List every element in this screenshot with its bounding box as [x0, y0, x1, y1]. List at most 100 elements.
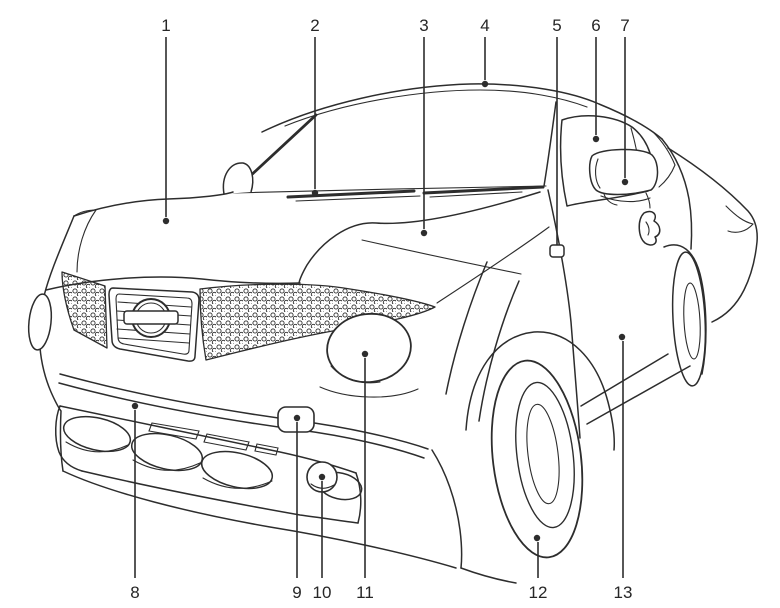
front-wheel-rim	[515, 381, 575, 529]
callout-1: 1	[161, 16, 171, 225]
headlamp-lower-trim	[319, 386, 419, 398]
windshield-right-pillar	[543, 101, 557, 187]
fender-flare-front-outer	[445, 261, 488, 395]
mirror-base-rear	[645, 192, 651, 209]
callout-number: 11	[356, 583, 374, 602]
bumper-slot	[203, 433, 250, 451]
callout-4: 4	[480, 16, 490, 88]
callout-13: 13	[614, 333, 633, 602]
wiper-blade-left	[286, 189, 416, 199]
left-fender-bulge	[76, 209, 97, 273]
callout-number: 3	[419, 16, 428, 35]
bumper-chin-edge	[62, 470, 457, 569]
callout-target-dot	[131, 402, 139, 410]
hood-top-edge	[73, 191, 234, 217]
headlamp-inner-arc	[330, 365, 381, 384]
wiper-arm-left	[295, 195, 421, 202]
rear-pillar	[661, 138, 693, 250]
rocker-sill-lower	[586, 365, 691, 425]
callout-9: 9	[292, 414, 302, 602]
bumper-crease-lower	[58, 382, 425, 459]
bumper-slot	[254, 443, 279, 456]
callout-target-dot	[162, 217, 170, 225]
callout-3: 3	[419, 16, 429, 237]
far-side-mirror	[222, 162, 254, 195]
front-wheel-arch	[465, 331, 615, 451]
callout-number: 8	[130, 583, 139, 602]
door-handle	[638, 210, 661, 246]
grille-mesh-left	[61, 271, 108, 349]
rear-wheel-arch	[663, 244, 707, 375]
intake-depth-arc	[202, 477, 273, 489]
callout-number: 10	[313, 583, 332, 602]
bumper-crease-upper	[59, 373, 429, 450]
intake-band-right-cap	[355, 472, 362, 524]
callout-number: 12	[529, 583, 548, 602]
callout-8: 8	[130, 402, 140, 602]
callout-number: 13	[614, 583, 633, 602]
rocker-sill-upper	[580, 353, 669, 407]
brand-emblem-bar	[123, 310, 179, 325]
quarter-crease-upper	[725, 205, 754, 225]
door-handle-inner	[645, 221, 650, 236]
quarter-crease-lower	[727, 223, 754, 233]
callout-6: 6	[591, 16, 601, 143]
callout-10: 10	[313, 473, 332, 602]
callout-target-dot	[361, 350, 369, 358]
callout-number: 5	[552, 16, 561, 35]
callout-target-dot	[621, 178, 629, 186]
callout-target-dot	[318, 473, 326, 481]
door-mirror	[588, 148, 659, 196]
callout-7: 7	[620, 16, 630, 186]
callout-target-dot	[420, 229, 428, 237]
callout-target-dot	[481, 80, 489, 88]
intake-opening	[200, 450, 274, 490]
callout-5: 5	[549, 16, 565, 258]
left-fender-bulge-top	[73, 209, 97, 217]
rear-wheel-rim	[683, 282, 701, 360]
left-headlamp	[27, 293, 53, 351]
grille-slat	[117, 337, 190, 344]
callout-number: 1	[161, 16, 170, 35]
intake-band-bottom	[81, 470, 359, 524]
cowl-line	[232, 185, 547, 194]
fender-character-line	[361, 239, 522, 275]
roof-inner-line	[284, 89, 588, 127]
callout-number: 6	[591, 16, 600, 35]
hood-shoulder-crease	[298, 191, 541, 284]
callout-number: 4	[480, 16, 489, 35]
car-body	[27, 83, 758, 584]
bumper-lower-right	[460, 567, 517, 584]
bumper-side-corner	[431, 449, 463, 569]
mirror-lower-edge	[600, 195, 651, 203]
roof-outline	[261, 83, 663, 140]
callout-number: 7	[620, 16, 629, 35]
front-tire	[490, 359, 584, 559]
grille-mesh-right	[199, 283, 436, 361]
bumper-slot	[148, 422, 200, 440]
callout-number: 2	[310, 16, 319, 35]
mirror-base-front	[603, 193, 618, 206]
callout-target-dot	[533, 534, 541, 542]
callout-target-square	[549, 244, 565, 258]
front-left-profile	[38, 215, 75, 472]
callout-2: 2	[310, 16, 320, 197]
callout-11: 11	[356, 350, 374, 602]
intake-depth-arc	[65, 441, 129, 453]
quarter-window-edge	[652, 131, 676, 188]
center-grille-inner-frame	[115, 293, 193, 355]
callout-target-dot	[618, 333, 626, 341]
intake-band-left-cap	[55, 405, 83, 472]
intake-opening	[62, 415, 132, 453]
callout-target-dot	[293, 414, 301, 422]
callout-target-dot	[592, 135, 600, 143]
callout-12: 12	[529, 534, 548, 602]
intake-depth-arc	[132, 459, 201, 471]
door-mirror-inner	[595, 158, 601, 189]
fender-flare-front-inner	[478, 280, 520, 422]
wiper-arm-right	[429, 191, 523, 198]
front-wheel-hub	[526, 403, 560, 505]
